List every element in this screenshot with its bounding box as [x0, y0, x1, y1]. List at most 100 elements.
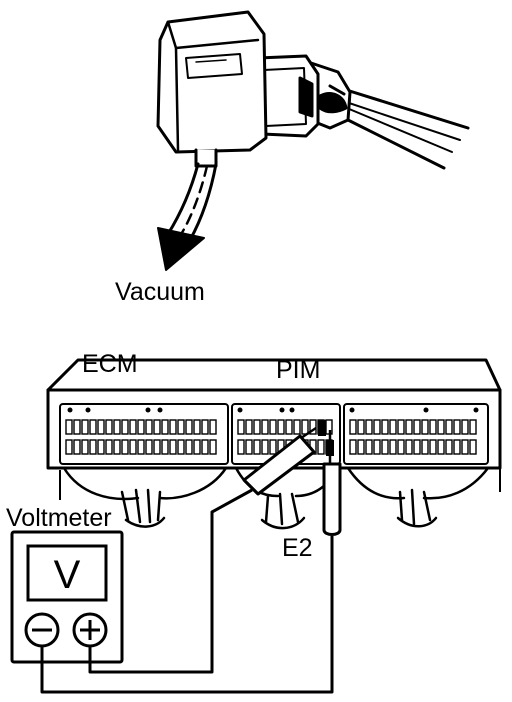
connector-pin — [121, 419, 129, 435]
connector-pin — [177, 439, 185, 455]
connector-pin — [269, 439, 277, 455]
connector-pin — [137, 419, 145, 435]
connector-pin — [437, 439, 445, 455]
connector-pin — [177, 419, 185, 435]
connector-pin — [397, 439, 405, 455]
connector-pin — [453, 419, 461, 435]
connector-pin — [365, 439, 373, 455]
connector-pin — [437, 419, 445, 435]
vacuum-label: Vacuum — [115, 278, 205, 306]
connector-pin — [405, 419, 413, 435]
connector-pin — [245, 439, 253, 455]
connector-pin — [193, 419, 201, 435]
connector-pin — [357, 419, 365, 435]
connector-pin — [309, 419, 317, 435]
connector-pin — [169, 439, 177, 455]
connector-pin — [413, 419, 421, 435]
connector-pin — [429, 419, 437, 435]
connector-pin — [201, 439, 209, 455]
connector-pin — [269, 419, 277, 435]
connector-pin — [113, 439, 121, 455]
connector-pin — [89, 419, 97, 435]
connector-pin — [445, 419, 453, 435]
voltmeter-display — [26, 544, 108, 602]
connector-pin — [373, 419, 381, 435]
connector-pin — [129, 439, 137, 455]
voltmeter-label: Voltmeter — [6, 504, 112, 532]
voltmeter — [10, 530, 124, 664]
connector-pin — [137, 439, 145, 455]
lead-positive-wire — [88, 488, 253, 674]
connector-pin — [261, 419, 269, 435]
connector-pin — [193, 439, 201, 455]
map-sensor-connector — [156, 10, 470, 170]
connector-pin — [145, 419, 153, 435]
connector-pin — [81, 439, 89, 455]
connector-pin — [185, 439, 193, 455]
connector-pin — [253, 439, 261, 455]
connector-pin — [349, 419, 357, 435]
connector-pin — [185, 419, 193, 435]
vacuum-tube — [166, 162, 218, 242]
connector-pin — [129, 419, 137, 435]
connector-pin — [389, 419, 397, 435]
connector-pin — [245, 419, 253, 435]
connector-pin — [301, 419, 309, 435]
connector-pin — [461, 419, 469, 435]
vacuum-arrow-icon — [157, 227, 205, 271]
probe-pim — [242, 426, 317, 496]
connector-pin — [105, 419, 113, 435]
connector-pin — [65, 439, 73, 455]
connector-pin — [357, 439, 365, 455]
connector-pin — [209, 419, 217, 435]
voltmeter-negative-terminal-icon — [24, 612, 60, 648]
connector-pin — [421, 419, 429, 435]
connector-pin — [429, 439, 437, 455]
connector-pin — [261, 439, 269, 455]
connector-pin — [469, 439, 477, 455]
e2-label: E2 — [282, 534, 313, 562]
connector-pin — [397, 419, 405, 435]
connector-pin — [121, 439, 129, 455]
connector-pin — [89, 439, 97, 455]
connector-pin — [381, 439, 389, 455]
connector-pin — [349, 439, 357, 455]
connector-pin — [421, 439, 429, 455]
connector-pin — [365, 419, 373, 435]
connector-pin — [161, 439, 169, 455]
connector-pin — [97, 419, 105, 435]
connector-latches — [67, 407, 479, 413]
connector-pin — [145, 439, 153, 455]
voltmeter-display-symbol: V — [54, 553, 81, 597]
ecm-label: ECM — [82, 350, 138, 378]
connector-pin — [73, 419, 81, 435]
probed-terminal — [318, 420, 326, 436]
connector-pin — [277, 419, 285, 435]
connector-pin — [81, 419, 89, 435]
connector-pin — [389, 439, 397, 455]
voltmeter-positive-terminal-icon — [72, 612, 108, 648]
connector-pin — [161, 419, 169, 435]
probe-e2 — [322, 430, 342, 536]
connector-pin — [445, 439, 453, 455]
connector-pin — [453, 439, 461, 455]
connector-pin — [373, 439, 381, 455]
connector-pin — [97, 439, 105, 455]
connector-pin — [105, 439, 113, 455]
connector-pin — [405, 439, 413, 455]
connector-pin — [285, 419, 293, 435]
connector-pin — [381, 419, 389, 435]
connector-pin — [461, 439, 469, 455]
connector-pin — [253, 419, 261, 435]
connector-pin — [113, 419, 121, 435]
lead-negative-wire — [40, 536, 334, 694]
connector-pin — [413, 439, 421, 455]
connector-pin — [209, 439, 217, 455]
connector-pin — [469, 419, 477, 435]
connector-pin — [65, 419, 73, 435]
connector-pin — [153, 419, 161, 435]
connector-pin — [153, 439, 161, 455]
connector-pin — [317, 439, 325, 455]
connector-pin — [237, 439, 245, 455]
